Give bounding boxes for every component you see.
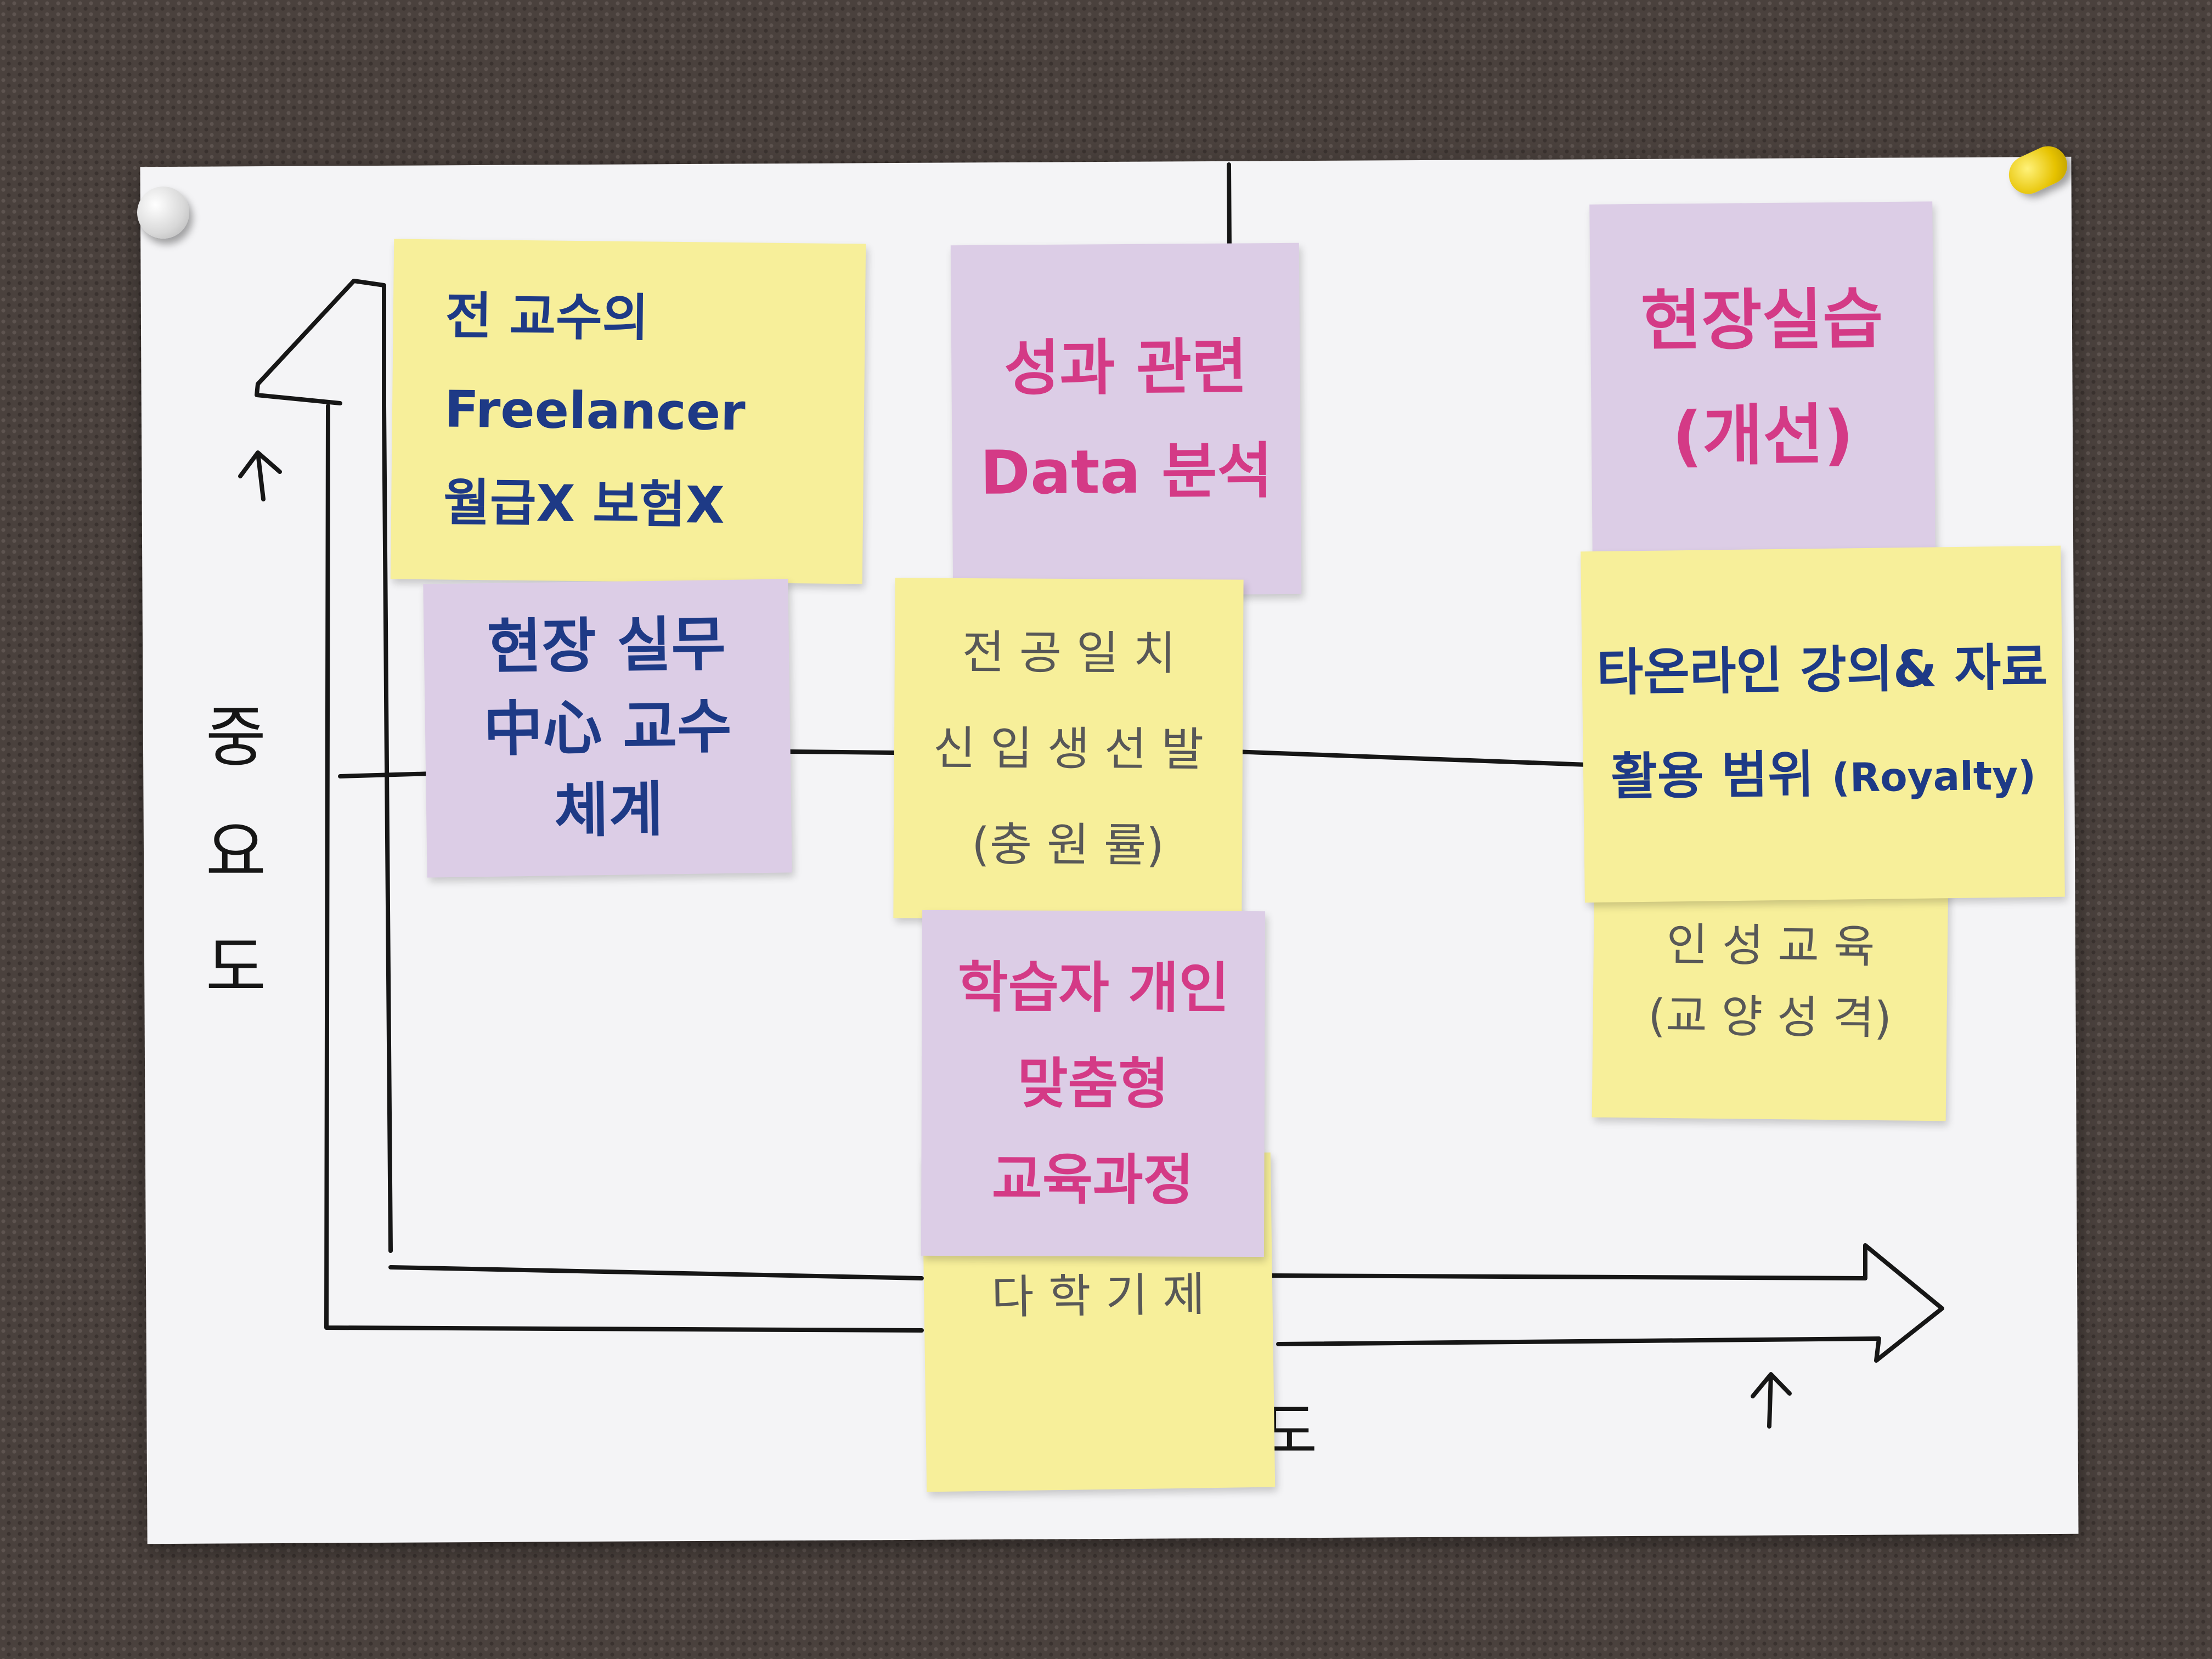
- note-text-line: (개선): [1672, 397, 1854, 475]
- white-pushpin: [137, 187, 189, 239]
- note-text-line: 타온라인 강의& 자료: [1596, 637, 2048, 703]
- note-text-line: 맞춤형: [1017, 1051, 1169, 1116]
- note-text-line: 전 공 일 치: [962, 625, 1176, 680]
- horizontal-divider: [338, 749, 1604, 778]
- note-field-practice-professor: 현장 실무 中心 교수 체계: [423, 579, 792, 878]
- y-axis-inner-line: [324, 404, 924, 1333]
- note-text-part: 활용 범위: [1610, 745, 1815, 806]
- note-text-line: (교 양 성 격): [1647, 990, 1892, 1045]
- note-text-line: 교육과정: [991, 1147, 1194, 1212]
- y-axis-label: 중 요 도: [192, 680, 280, 1026]
- note-text-line: Data 분석: [980, 436, 1273, 508]
- note-text-line: 현장실습: [1640, 281, 1883, 360]
- note-freelancer-professor: 전 교수의 Freelancer 월급X 보험X: [390, 239, 866, 584]
- note-performance-data-analysis: 성과 관련 Data 분석: [950, 242, 1302, 597]
- y-axis-arrow: [255, 279, 393, 1253]
- note-text-line: 성과 관련: [1003, 331, 1248, 404]
- y-axis-label-char: 도: [205, 930, 267, 1006]
- note-text-line: 체계: [554, 775, 664, 845]
- note-text-line: 中心 교수: [483, 692, 732, 764]
- note-text-line: 인 성 교 육: [1666, 919, 1875, 973]
- y-axis-label-char: 요: [205, 815, 267, 891]
- note-text-part: (Royalty): [1831, 752, 2036, 801]
- x-axis-arrow: [388, 1243, 1944, 1363]
- note-text-line: 현장 실무: [487, 610, 726, 682]
- note-personalized-curriculum: 학습자 개인 맞춤형 교육과정: [921, 910, 1266, 1257]
- note-text-line: 전 교수의: [445, 286, 649, 348]
- note-text-line: 다 학 기 제: [991, 1267, 1206, 1324]
- note-text-line: 월급X 보험X: [443, 473, 725, 535]
- note-text-line: (충 원 률): [971, 817, 1165, 872]
- note-text-line: 활용 범위 (Royalty): [1610, 720, 2036, 832]
- note-text-line: Freelancer: [444, 380, 746, 442]
- y-axis-small-arrow-mark: [238, 450, 282, 501]
- note-text-line: 신 입 생 선 발: [933, 721, 1204, 776]
- y-axis-label-char: 중: [205, 699, 267, 776]
- x-axis-small-arrow-mark: [1751, 1372, 1792, 1429]
- note-field-training-improvement: 현장실습 (개선): [1589, 201, 1936, 556]
- note-text-line: 학습자 개인: [957, 955, 1229, 1020]
- note-online-lecture-royalty: 타온라인 강의& 자료 활용 범위 (Royalty): [1581, 545, 2065, 903]
- note-major-matching-admission: 전 공 일 치 신 입 생 선 발 (충 원 률): [893, 578, 1244, 920]
